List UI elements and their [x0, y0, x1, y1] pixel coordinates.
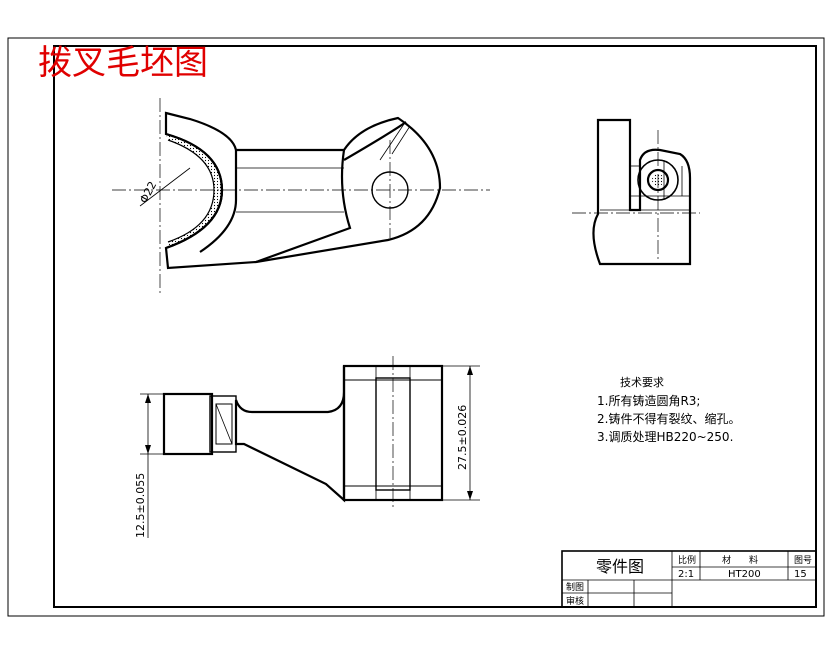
- drawing-title: 拨叉毛坯图: [38, 43, 208, 83]
- tb-checked-by-label: 审核: [566, 595, 584, 607]
- title-block: 零件图 比例 材 料 图号 2:1 HT200 15 制图 审核: [561, 550, 817, 608]
- inner-border: [53, 45, 817, 608]
- tech-req-item-2: 2.铸件不得有裂纹、缩孔。: [597, 411, 740, 426]
- dim-small-height: 12.5±0.055: [134, 473, 147, 538]
- tb-scale-label: 比例: [678, 554, 696, 566]
- tb-material: HT200: [728, 569, 761, 580]
- tb-drawing-name: 零件图: [596, 557, 644, 576]
- dim-large-height: 27.5±0.026: [456, 405, 469, 470]
- dim-diameter: Φ22: [137, 179, 159, 205]
- side-view: [572, 118, 700, 266]
- tb-drawing-no-label: 图号: [794, 555, 812, 566]
- tech-req-heading: 技术要求: [620, 376, 664, 389]
- tech-req-item-1: 1.所有铸造圆角R3;: [597, 393, 700, 408]
- section-view: 27.5±0.026 12.5±0.055: [134, 356, 480, 538]
- tech-requirements: 技术要求 1.所有铸造圆角R3; 2.铸件不得有裂纹、缩孔。 3.调质处理HB2…: [597, 376, 740, 444]
- tb-scale: 2:1: [678, 569, 694, 580]
- front-view: Φ22: [112, 98, 490, 294]
- tb-material-label: 材 料: [722, 554, 758, 566]
- tb-drawing-no: 15: [794, 569, 807, 580]
- tech-req-item-3: 3.调质处理HB220~250.: [597, 430, 733, 444]
- outer-border: [7, 37, 825, 617]
- tb-drawn-by-label: 制图: [566, 581, 584, 593]
